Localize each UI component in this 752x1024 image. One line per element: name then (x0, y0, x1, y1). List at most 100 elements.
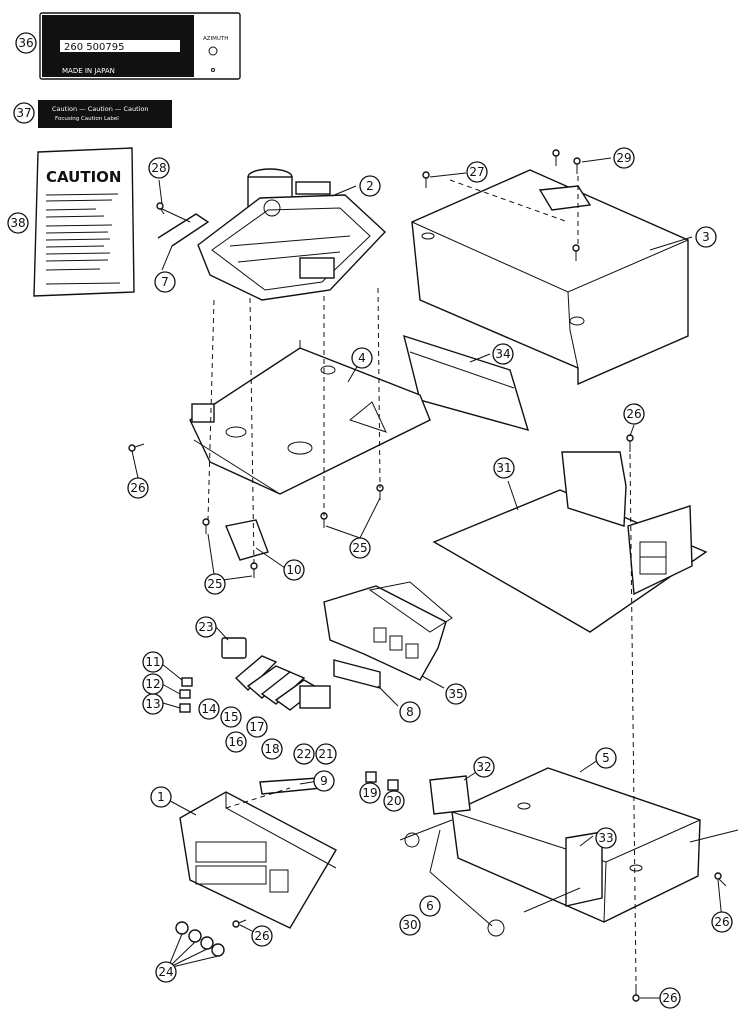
callout-29: 29 (613, 147, 635, 169)
callout-24: 24 (155, 961, 177, 983)
callout-18: 18 (261, 738, 283, 760)
callout-26-d: 26 (711, 911, 733, 933)
svg-text:36: 36 (18, 36, 33, 50)
serial-number: 260 500795 (64, 42, 124, 53)
callout-26-a: 26 (623, 403, 645, 425)
callout-5: 5 (595, 747, 617, 769)
svg-text:6: 6 (426, 899, 434, 913)
svg-text:30: 30 (402, 918, 417, 932)
callout-12: 12 (142, 673, 164, 695)
svg-text:26: 26 (130, 481, 145, 495)
callout-11: 11 (142, 651, 164, 673)
svg-text:26: 26 (626, 407, 641, 421)
origin-text: MADE IN JAPAN (62, 67, 115, 75)
svg-text:8: 8 (406, 705, 414, 719)
svg-text:26: 26 (714, 915, 729, 929)
callout-30: 30 (399, 914, 421, 936)
callouts: 36 37 38 28 7 2 27 29 3 4 34 26 26 31 25… (7, 32, 733, 1009)
switch-strip (333, 659, 381, 689)
caution-strip-line1: Caution — Caution — Caution (52, 105, 149, 113)
svg-text:16: 16 (228, 735, 243, 749)
callout-22: 22 (293, 743, 315, 765)
callout-17: 17 (246, 716, 268, 738)
callout-4: 4 (351, 347, 373, 369)
svg-text:20: 20 (386, 794, 401, 808)
svg-text:32: 32 (476, 760, 491, 774)
svg-text:27: 27 (469, 165, 484, 179)
bracket (225, 519, 269, 561)
callout-16: 16 (225, 731, 247, 753)
connector-board (323, 581, 453, 681)
small-clips (365, 771, 399, 791)
svg-text:29: 29 (616, 151, 631, 165)
svg-text:5: 5 (602, 751, 610, 765)
svg-text:25: 25 (207, 577, 222, 591)
svg-text:14: 14 (201, 702, 216, 716)
svg-text:15: 15 (223, 710, 238, 724)
callout-36: 36 (15, 32, 37, 54)
callout-23: 23 (195, 616, 217, 638)
callout-31: 31 (493, 457, 515, 479)
caution-card-title: CAUTION (46, 168, 121, 186)
callout-32: 32 (473, 756, 495, 778)
lower-chassis (399, 767, 739, 937)
callout-13: 13 (142, 693, 164, 715)
callout-35: 35 (445, 683, 467, 705)
azimuth-text: AZIMUTH (203, 36, 228, 42)
svg-text:38: 38 (10, 216, 25, 230)
serial-label-plate: 260 500795 MADE IN JAPAN AZIMUTH (39, 12, 241, 80)
front-panel (179, 777, 337, 929)
svg-text:26: 26 (254, 929, 269, 943)
callout-8: 8 (399, 701, 421, 723)
svg-text:9: 9 (320, 774, 328, 788)
svg-text:2: 2 (366, 179, 374, 193)
callout-26-b: 26 (127, 477, 149, 499)
callout-25-a: 25 (349, 537, 371, 559)
chassis-plate (189, 340, 431, 495)
svg-text:1: 1 (157, 790, 165, 804)
svg-text:33: 33 (598, 831, 613, 845)
svg-text:13: 13 (145, 697, 160, 711)
callout-2: 2 (359, 175, 381, 197)
callout-33: 33 (595, 827, 617, 849)
callout-9: 9 (313, 770, 335, 792)
callout-6: 6 (419, 895, 441, 917)
svg-text:31: 31 (496, 461, 511, 475)
callout-7: 7 (154, 271, 176, 293)
svg-text:3: 3 (702, 230, 710, 244)
svg-text:10: 10 (286, 563, 301, 577)
caution-strip-line2: Focusing Caution Label (55, 116, 119, 122)
callout-28: 28 (148, 157, 170, 179)
callout-14: 14 (198, 698, 220, 720)
svg-text:17: 17 (249, 720, 264, 734)
control-knobs (175, 921, 225, 957)
svg-text:26: 26 (662, 991, 677, 1005)
callout-10: 10 (283, 559, 305, 581)
svg-text:4: 4 (358, 351, 366, 365)
svg-text:7: 7 (161, 275, 169, 289)
svg-text:34: 34 (495, 347, 510, 361)
svg-text:21: 21 (318, 747, 333, 761)
svg-text:18: 18 (264, 742, 279, 756)
svg-text:19: 19 (362, 786, 377, 800)
svg-text:37: 37 (16, 106, 31, 120)
callout-27: 27 (466, 161, 488, 183)
small-keys (179, 677, 193, 713)
assembly-guides (207, 176, 637, 985)
callout-34: 34 (492, 343, 514, 365)
knob-block (221, 637, 247, 659)
callout-19: 19 (359, 782, 381, 804)
callout-25-b: 25 (204, 573, 226, 595)
svg-text:22: 22 (296, 747, 311, 761)
svg-text:11: 11 (145, 655, 160, 669)
callout-1: 1 (150, 786, 172, 808)
callout-38: 38 (7, 212, 29, 234)
svg-text:28: 28 (151, 161, 166, 175)
shield-plate (403, 334, 530, 432)
callout-20: 20 (383, 790, 405, 812)
main-pcb (432, 451, 708, 633)
callout-37: 37 (13, 102, 35, 124)
svg-text:23: 23 (198, 620, 213, 634)
button-set (234, 655, 331, 711)
